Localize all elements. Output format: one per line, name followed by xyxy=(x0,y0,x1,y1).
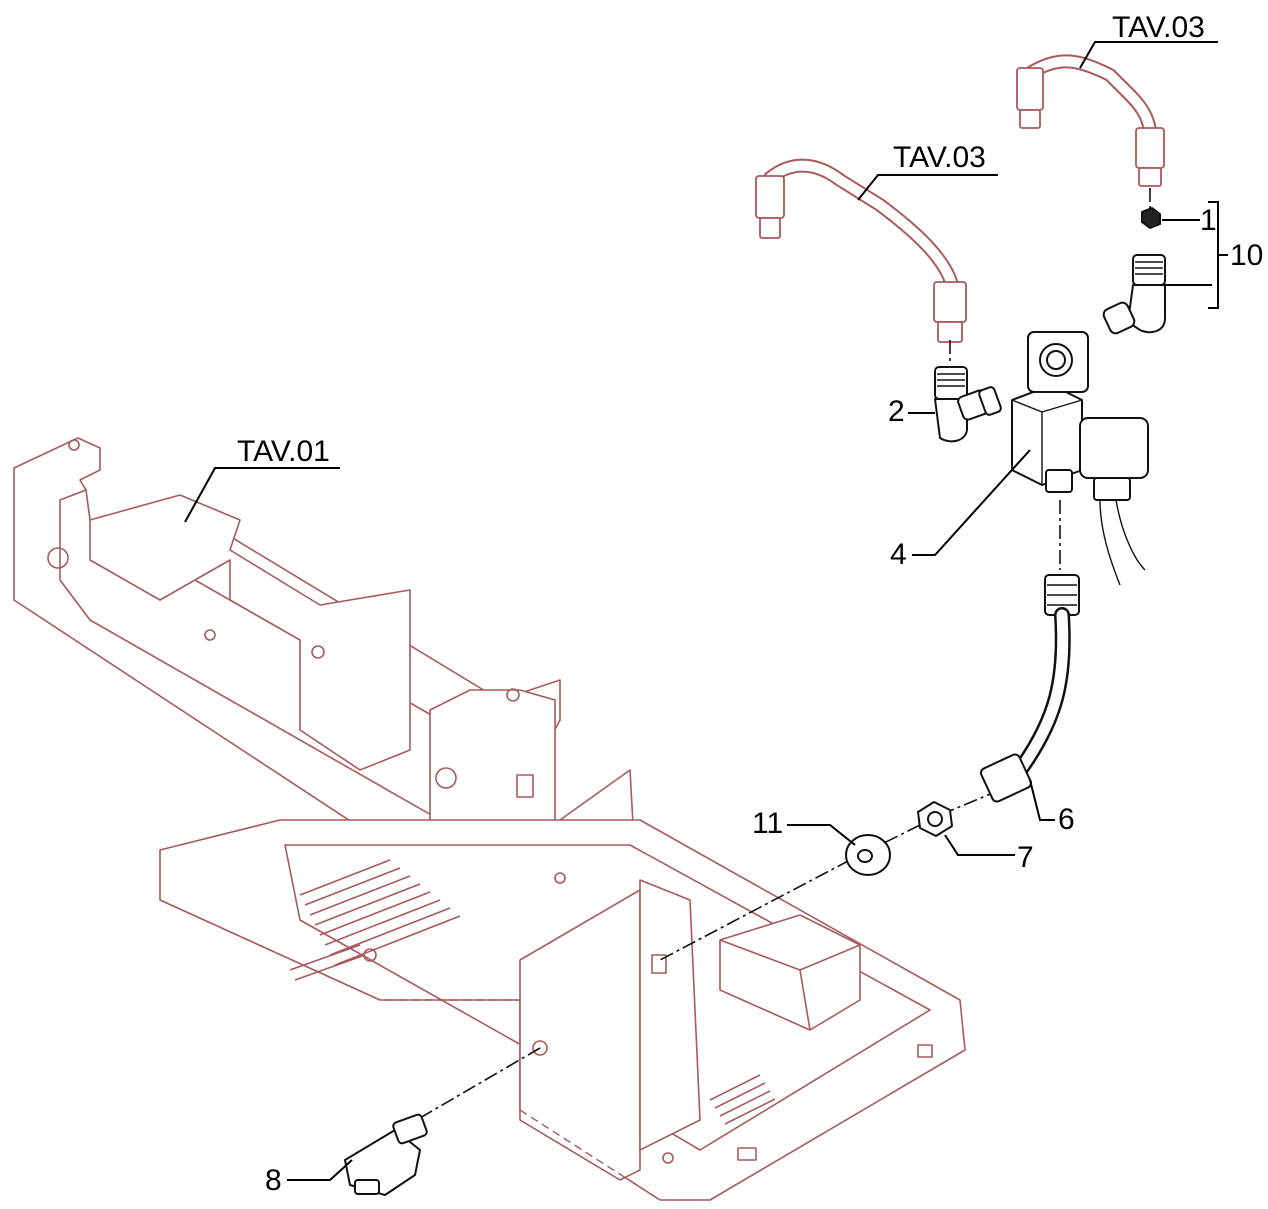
frame-hole xyxy=(47,547,69,569)
frame-hole xyxy=(532,1040,548,1056)
frame-hole xyxy=(68,439,80,451)
label-part-11: 11 xyxy=(752,807,783,840)
leader-lines xyxy=(184,41,1228,1181)
frame-hidden-edge xyxy=(159,899,520,1001)
frame-front-panel xyxy=(519,889,641,1181)
frame-slot xyxy=(516,774,534,798)
part-4-solenoid-valve xyxy=(1011,331,1149,586)
frame-hidden-edge xyxy=(519,1109,661,1201)
part-6-hose xyxy=(980,574,1080,803)
label-part-7: 7 xyxy=(1017,841,1034,874)
label-part-2: 2 xyxy=(888,395,905,428)
frame-side-panel xyxy=(639,879,701,1151)
frame-base-floor xyxy=(284,844,931,1151)
label-part-6: 6 xyxy=(1058,803,1075,836)
frame-vents-right xyxy=(709,1074,776,1125)
label-part-8: 8 xyxy=(265,1164,282,1197)
pipe-fitting xyxy=(755,175,785,219)
axis-line xyxy=(659,859,851,961)
label-tav03-top: TAV.03 xyxy=(1112,11,1205,44)
frame-hole xyxy=(662,1152,674,1164)
pipe-fitting xyxy=(933,281,967,323)
part-11-washer xyxy=(845,834,891,876)
frame-slot xyxy=(737,1147,757,1161)
frame-chassis xyxy=(13,437,966,1201)
part-7-nut xyxy=(917,801,953,837)
part-10-elbow xyxy=(1102,254,1166,335)
pipe-tav03-mid xyxy=(755,158,967,343)
label-part-1: 1 xyxy=(1200,204,1217,237)
axis-line xyxy=(879,824,921,846)
label-part-10: 10 xyxy=(1230,239,1263,272)
frame-hole xyxy=(204,629,216,641)
frame-block-edge xyxy=(719,939,801,971)
axis-line xyxy=(419,1047,541,1119)
frame-hole xyxy=(435,767,457,789)
frame-hole xyxy=(506,688,520,702)
label-tav01: TAV.01 xyxy=(237,435,330,468)
frame-slot xyxy=(917,1044,933,1058)
frame-slot xyxy=(651,954,667,974)
pipe-fitting xyxy=(1016,67,1044,111)
part-2-elbow xyxy=(934,366,1002,443)
label-part-4: 4 xyxy=(890,538,907,571)
frame-vents-left xyxy=(289,859,461,981)
frame-hole xyxy=(311,645,325,659)
pipe-fitting xyxy=(1135,127,1165,169)
pipe-tav03-top xyxy=(1016,54,1165,187)
part-1-nut xyxy=(1141,207,1161,229)
label-tav03-mid: TAV.03 xyxy=(893,141,986,174)
frame-block-edge-2 xyxy=(799,944,861,971)
frame-block xyxy=(719,914,861,1031)
frame-hole xyxy=(363,948,377,962)
frame-block-edge-3 xyxy=(799,969,811,1031)
frame-hole xyxy=(554,872,566,884)
part-8-elbow xyxy=(344,1113,428,1196)
frame-rear-panel xyxy=(89,494,411,771)
